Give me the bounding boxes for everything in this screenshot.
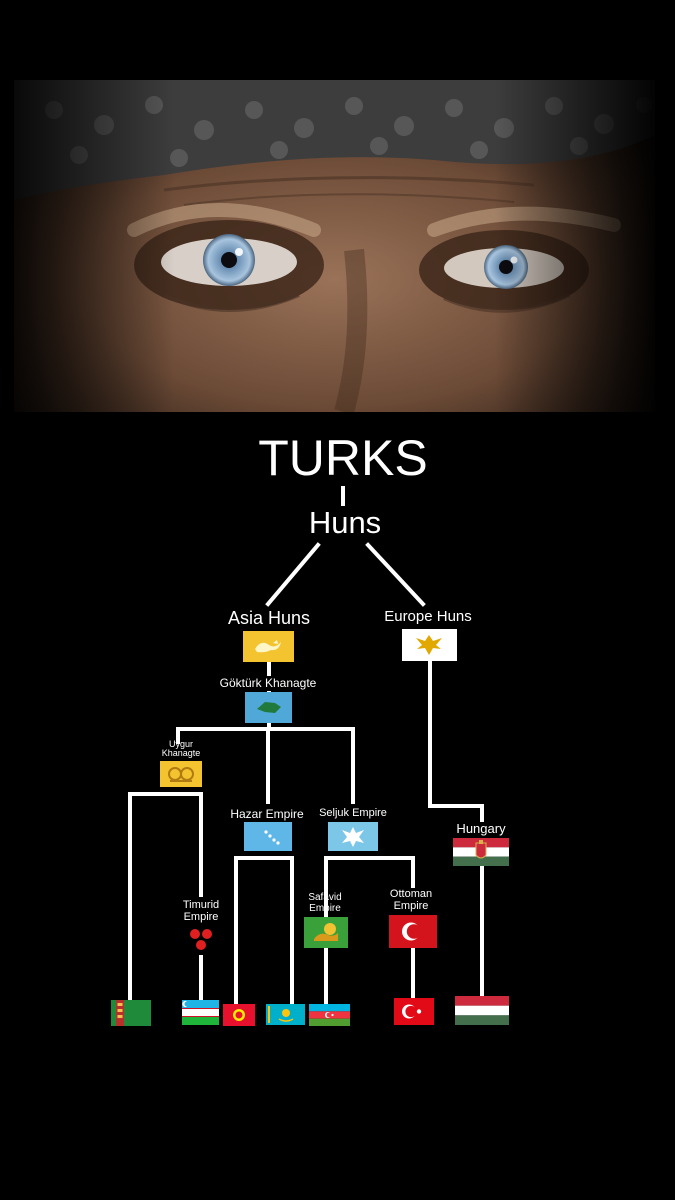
node-safavid: Safavid Empire [308,892,342,914]
seljuk-flag-icon [328,822,378,851]
hungary-flag-icon [455,996,509,1025]
node-hungary-label: Hungary [456,821,506,836]
azerbaijan-flag-icon [309,1004,350,1026]
node-ottoman-line2: Empire [393,899,429,912]
node-asia-huns: Asia Huns [227,608,311,628]
uygur-flag-icon [160,761,202,787]
node-uygur-line1: Uygur [168,739,194,749]
node-ottoman: Ottoman Empire [389,888,433,912]
hungary-coat-flag-icon [453,838,509,866]
node-safavid-line1: Safavid [308,892,342,903]
hazar-flag-icon [244,822,292,851]
node-seljuk: Seljuk Empire [319,807,387,819]
kazakhstan-flag-icon [266,1004,305,1025]
node-safavid-line2: Empire [309,902,341,914]
node-timurid: Timurid Empire [182,899,220,923]
node-timurid-line1: Timurid [182,899,220,911]
node-gokturk: Göktürk Khanagte [219,676,317,690]
node-ottoman-line1: Ottoman [389,888,433,900]
man-eyes-photo [14,80,655,412]
timurid-flag-icon [186,926,216,954]
asia-huns-flag-icon [243,631,294,662]
safavid-flag-icon [304,917,348,948]
europe-huns-flag-icon [402,629,457,661]
diagram-title: TURKS [258,430,428,486]
uzbekistan-flag-icon [182,1000,219,1025]
turkmenistan-flag-icon [111,1000,151,1026]
node-huns: Huns [308,505,382,540]
turkey-flag-icon [394,998,434,1025]
kyrgyzstan-flag-icon [223,1004,255,1026]
gokturk-flag-icon [245,692,292,723]
node-uygur: Uygur Khanagte [161,739,201,759]
node-timurid-line2: Empire [183,910,219,923]
node-uygur-line2: Khanagte [161,748,201,759]
node-hazar: Hazar Empire [230,807,304,821]
ottoman-flag-icon [389,915,437,948]
node-europe-huns: Europe Huns [384,608,472,625]
